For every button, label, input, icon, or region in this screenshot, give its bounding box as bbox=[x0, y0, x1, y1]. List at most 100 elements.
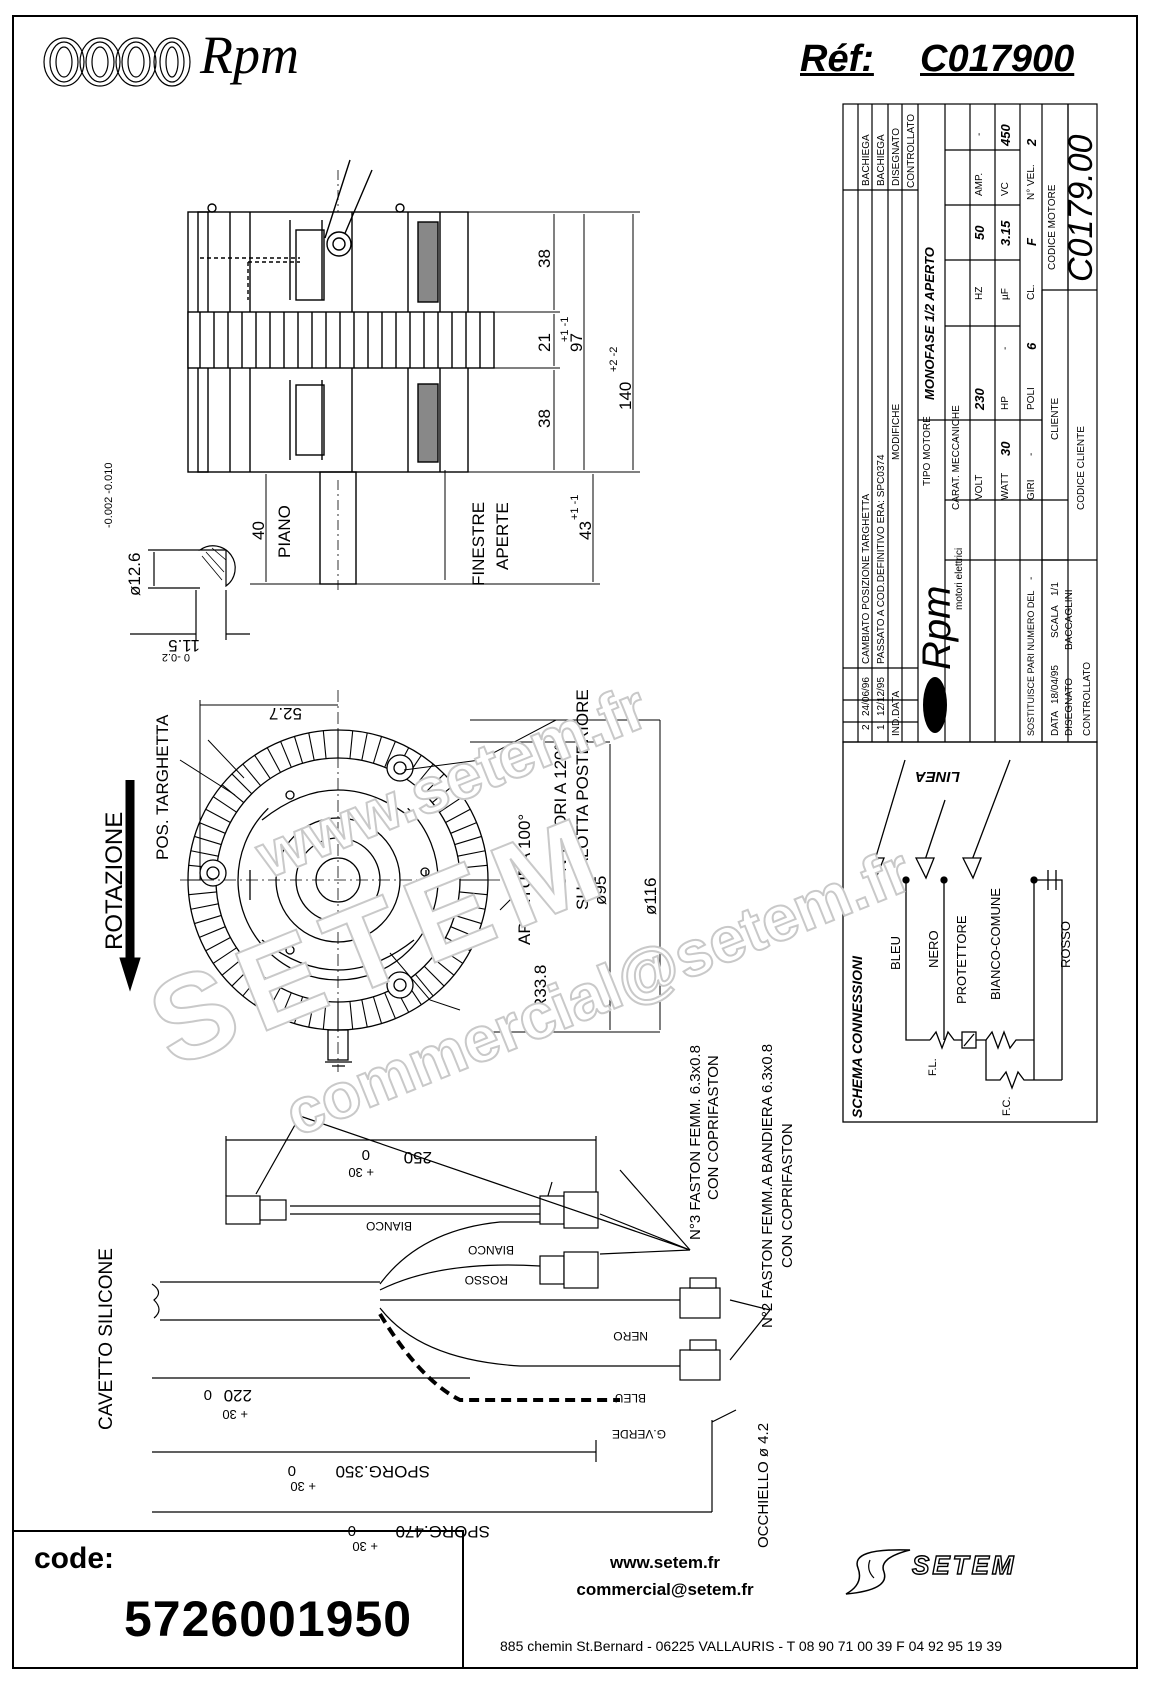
hp-value: - bbox=[1000, 347, 1011, 350]
rpm-coils-icon bbox=[43, 37, 191, 87]
faston3-line1: N°3 FASTON FEMM. 6.3x0.8 bbox=[687, 1045, 704, 1240]
title-logo-sub: motori elettrici bbox=[954, 548, 965, 610]
cooling-fin bbox=[423, 965, 445, 987]
front-view-dimension-text: 52.7 POS. TARGHETTA ROTAZIONE APERTURA 1… bbox=[101, 689, 660, 1010]
cooling-fin bbox=[322, 1001, 327, 1030]
wire-bianco-2: BIANCO bbox=[468, 1243, 514, 1257]
linea-label: LINEA bbox=[915, 768, 960, 785]
sostituisce-label: SOSTITUISCE PARI NUMERO DEL bbox=[1026, 591, 1036, 736]
rev2-drawn: BACHIEGA bbox=[861, 134, 872, 186]
cooling-fin bbox=[431, 784, 455, 804]
dim-38-bottom: 38 bbox=[535, 409, 554, 428]
amp-label: AMP. bbox=[974, 173, 985, 196]
cooling-fin bbox=[266, 747, 281, 773]
tipo-motore-value: MONOFASE 1/2 APERTO bbox=[922, 247, 937, 400]
hz-label: HZ bbox=[974, 287, 985, 300]
cooling-fin bbox=[372, 736, 383, 764]
poli-value: 6 bbox=[1024, 342, 1039, 350]
dim-38-top: 38 bbox=[535, 249, 554, 268]
cavetto-label: CAVETTO SILICONE bbox=[96, 1248, 117, 1430]
amp-value: - bbox=[974, 133, 985, 136]
title-block-text: 2 24/06/96 CAMBIATO POSIZIONE TARGHETTA … bbox=[861, 114, 1100, 736]
protettore-label: PROTETTORE bbox=[954, 915, 969, 1004]
cooling-fin bbox=[280, 741, 292, 768]
piano-label: PIANO bbox=[275, 505, 294, 558]
giri-label: GIRI bbox=[1026, 479, 1037, 500]
rev2-n: 2 bbox=[861, 724, 872, 730]
side-view-dimensions bbox=[250, 211, 640, 585]
watt-label: WATT bbox=[1000, 473, 1011, 500]
cooling-fin bbox=[457, 903, 486, 910]
cooling-fin bbox=[188, 891, 217, 896]
cooling-fin bbox=[450, 926, 477, 938]
cooling-fin bbox=[194, 835, 222, 846]
finestre-label: FINESTRE bbox=[469, 502, 488, 586]
cable-drawing-text: N°3 FASTON FEMM. 6.3x0.8 CON COPRIFASTON… bbox=[96, 1044, 796, 1554]
cooling-fin bbox=[414, 763, 434, 787]
drawing-frame bbox=[12, 15, 1138, 1669]
cooling-fin bbox=[445, 937, 471, 952]
watt-value: 30 bbox=[998, 441, 1013, 456]
pos-targhetta-label: POS. TARGHETTA bbox=[153, 714, 172, 860]
header-modifiche: MODIFICHE bbox=[891, 404, 902, 460]
cooling-fin bbox=[384, 992, 396, 1019]
cl-label: CL. bbox=[1026, 284, 1037, 300]
su-calotta-label: SU CALOTTA POSTERIORE bbox=[573, 689, 592, 910]
cl-value: F bbox=[1024, 237, 1039, 246]
header-data: DATA bbox=[891, 690, 902, 716]
cooling-fin bbox=[212, 796, 237, 813]
dim-250-zero: 0 bbox=[362, 1146, 370, 1163]
cooling-fin bbox=[439, 796, 464, 813]
wire-bleu: BLEU bbox=[615, 1391, 646, 1405]
rev1-date: 12/12/95 bbox=[876, 677, 887, 716]
rotazione-label: ROTAZIONE bbox=[101, 812, 128, 950]
code-label: code: bbox=[34, 1542, 115, 1575]
side-view-dimension-text: 38 21 38 97 +1 -1 140 +2 -2 43 +1 -1 40 … bbox=[249, 249, 635, 586]
data-label: DATA bbox=[1050, 710, 1061, 736]
website-link[interactable]: www.setem.fr bbox=[610, 1553, 720, 1572]
uf-value: 3.15 bbox=[998, 220, 1013, 246]
cooling-fin bbox=[450, 822, 477, 834]
cooling-fin bbox=[361, 999, 368, 1028]
rosso-label: ROSSO bbox=[1058, 921, 1073, 968]
cooling-fin bbox=[205, 937, 231, 952]
rpm-logo bbox=[42, 32, 192, 92]
shaft-flat-tol: 0 -0.2 bbox=[162, 651, 190, 663]
cooling-fin bbox=[221, 956, 245, 976]
cooling-fin bbox=[459, 864, 488, 869]
dim-220-zero: 0 bbox=[204, 1386, 212, 1403]
cooling-fin bbox=[190, 850, 219, 857]
email-link[interactable]: commercial@setem.fr bbox=[576, 1580, 754, 1599]
wiring-schematic-text: SCHEMA CONNESSIONI LINEA BLEU NERO PROTE… bbox=[849, 768, 1073, 1118]
wire-nero: NERO bbox=[613, 1329, 648, 1343]
rev1-n: 1 bbox=[876, 724, 887, 730]
front-view-dimensions bbox=[119, 700, 661, 1033]
dim-43-tol: +1 -1 bbox=[569, 495, 581, 520]
dia-95: ø95 bbox=[591, 876, 610, 905]
sporg-350-zero: 0 bbox=[288, 1462, 296, 1479]
sporg-350: SPORG.350 bbox=[336, 1462, 431, 1481]
rev2-text: CAMBIATO POSIZIONE TARGHETTA bbox=[861, 493, 872, 664]
uf-label: µF bbox=[1000, 288, 1011, 300]
vc-label: VC bbox=[1000, 182, 1011, 196]
brand-name: Rpm bbox=[200, 25, 299, 85]
cooling-fin bbox=[194, 914, 222, 925]
cooling-fin bbox=[439, 947, 464, 964]
data-value: 18/04/95 bbox=[1050, 665, 1061, 704]
cooling-fin bbox=[372, 996, 383, 1024]
cooling-fin bbox=[384, 741, 396, 768]
dim-52-7: 52.7 bbox=[269, 704, 302, 723]
wire-bianco-1: BIANCO bbox=[366, 1219, 412, 1233]
cooling-fin bbox=[242, 763, 262, 787]
shaft-diameter-tol: -0.002 -0.010 bbox=[103, 463, 115, 528]
cooling-fin bbox=[242, 973, 262, 997]
wire-rosso: ROSSO bbox=[465, 1273, 508, 1287]
nvel-label: N° VEL. bbox=[1026, 164, 1037, 200]
faston3-line2: CON COPRIFASTON bbox=[705, 1055, 722, 1200]
address: 885 chemin St.Bernard - 06225 VALLAURIS … bbox=[500, 1638, 1002, 1654]
r33-8: R33.8 bbox=[531, 965, 550, 1010]
dim-140: 140 bbox=[616, 382, 635, 410]
shaft-flat: 11.5 bbox=[168, 636, 200, 655]
cooling-fin bbox=[266, 987, 281, 1013]
